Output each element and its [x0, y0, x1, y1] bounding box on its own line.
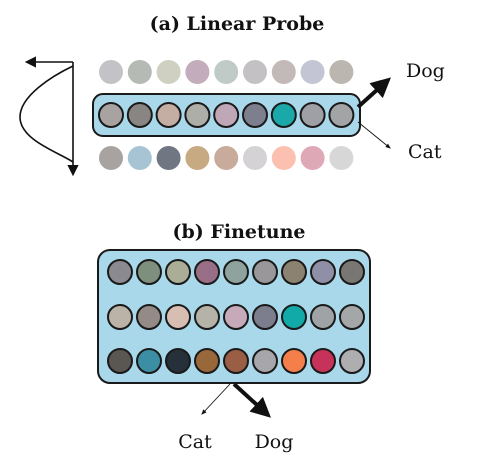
feature-circle-b-r0-c3 [194, 259, 220, 285]
feature-circle-a-r0-c8 [329, 60, 354, 84]
feature-circle-b-r2-c3 [194, 348, 220, 374]
feature-circle-a-r2-c2 [156, 146, 181, 170]
feature-circle-b-r1-c5 [252, 304, 278, 330]
feature-circle-a-r1-c3 [184, 102, 211, 128]
output-cat-label-b: Cat [178, 431, 212, 453]
feature-circle-b-r1-c7 [310, 304, 336, 330]
feature-circle-b-r2-c2 [165, 348, 191, 374]
feature-circle-a-r2-c8 [329, 146, 354, 170]
panel-b-title: (b) Finetune [173, 221, 306, 243]
feature-grid-a [98, 60, 355, 170]
feature-circle-b-r2-c4 [223, 348, 249, 374]
feature-circle-a-r2-c5 [243, 146, 267, 170]
feature-circle-a-r1-c7 [299, 102, 326, 128]
feature-circle-b-r2-c0 [107, 348, 133, 374]
feature-circle-a-r1-c5 [242, 102, 268, 128]
feature-circle-b-r0-c2 [165, 259, 191, 285]
feature-circle-a-r0-c4 [214, 60, 239, 84]
distribution-axis-icon [19, 56, 79, 177]
feature-circle-b-r2-c8 [339, 348, 365, 374]
feature-circle-a-r2-c7 [300, 146, 325, 170]
feature-circle-a-r0-c2 [156, 60, 181, 84]
feature-circle-b-r1-c1 [136, 304, 162, 330]
output-cat-label-a: Cat [408, 141, 442, 163]
feature-circle-b-r1-c6 [281, 304, 307, 330]
feature-circle-a-r1-c4 [213, 102, 240, 128]
feature-circle-a-r0-c6 [271, 60, 296, 84]
output-dog-label-a: Dog [406, 60, 445, 82]
panel-linear-probe: (a) Linear Probe Dog Cat [19, 13, 445, 177]
feature-circle-b-r0-c7 [310, 259, 336, 285]
feature-circle-b-r1-c0 [107, 304, 133, 330]
feature-circle-a-r1-c8 [328, 102, 355, 128]
cat-arrow-a [357, 121, 391, 149]
feature-circle-b-r1-c3 [194, 304, 220, 330]
feature-circle-a-r0-c3 [185, 60, 210, 84]
feature-circle-a-r1-c6 [270, 102, 297, 128]
feature-circle-b-r0-c5 [252, 259, 278, 285]
feature-circle-b-r2-c7 [310, 348, 336, 374]
feature-circle-a-r2-c3 [185, 146, 210, 170]
feature-circle-b-r2-c1 [136, 348, 162, 374]
feature-circle-a-r2-c6 [271, 146, 296, 170]
feature-circle-a-r0-c0 [99, 60, 123, 84]
feature-circle-a-r0-c1 [127, 60, 152, 84]
feature-grid-b [107, 259, 365, 374]
feature-circle-b-r0-c6 [281, 259, 307, 285]
feature-circle-a-r1-c1 [126, 102, 153, 128]
feature-circle-b-r0-c4 [223, 259, 249, 285]
feature-circle-a-r1-c2 [155, 102, 182, 128]
output-dog-label-b: Dog [255, 431, 294, 453]
feature-circle-b-r2-c6 [281, 348, 307, 374]
dog-arrow-a [356, 77, 391, 109]
feature-circle-a-r2-c4 [214, 146, 239, 170]
dog-arrow-b [232, 382, 271, 418]
feature-circle-b-r2-c5 [252, 348, 278, 374]
feature-circle-b-r1-c8 [339, 304, 365, 330]
feature-circle-a-r0-c5 [243, 60, 267, 84]
cat-arrow-b [201, 383, 231, 415]
feature-circle-a-r0-c7 [300, 60, 325, 84]
panel-a-title: (a) Linear Probe [150, 13, 325, 35]
feature-circle-b-r0-c1 [136, 259, 162, 285]
feature-circle-b-r1-c2 [165, 304, 191, 330]
feature-circle-a-r2-c0 [99, 146, 123, 170]
feature-circle-b-r0-c8 [339, 259, 365, 285]
feature-circle-b-r1-c4 [223, 304, 249, 330]
panel-finetune: (b) Finetune Cat Dog [97, 221, 371, 453]
feature-circle-a-r2-c1 [127, 146, 152, 170]
feature-circle-b-r0-c0 [107, 259, 133, 285]
feature-circle-a-r1-c0 [98, 102, 124, 128]
